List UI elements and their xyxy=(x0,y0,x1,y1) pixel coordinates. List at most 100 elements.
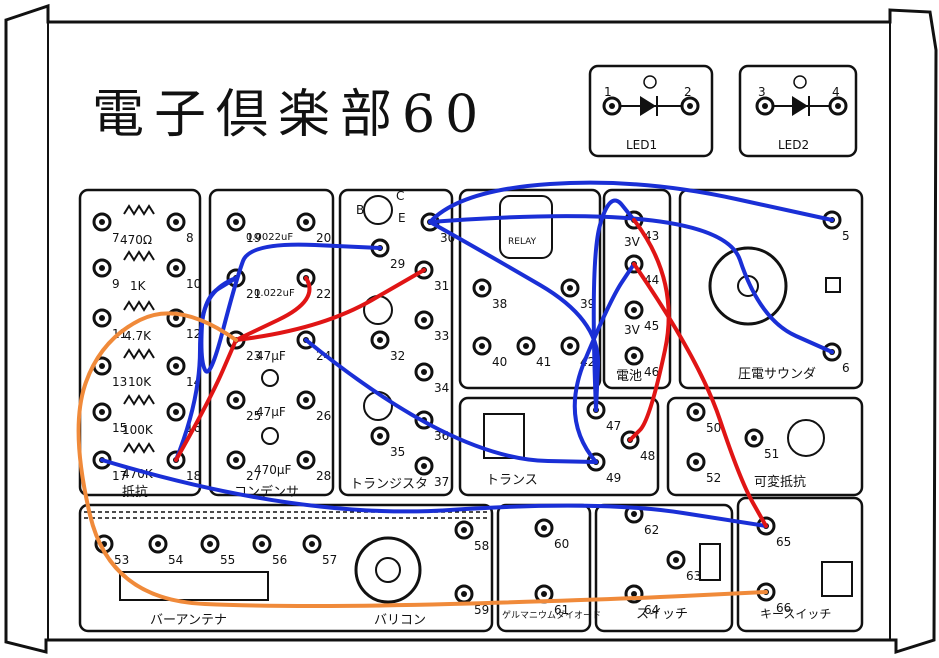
terminal-number-57: 57 xyxy=(322,553,337,567)
terminal-10[interactable]: 10 xyxy=(166,258,201,291)
terminal-number-28: 28 xyxy=(316,469,331,483)
terminal-38[interactable]: 38 xyxy=(472,278,507,311)
capacitor-value-5: 470µF xyxy=(254,463,292,477)
terminal-45[interactable]: 45 xyxy=(624,300,659,333)
red-wire-13[interactable] xyxy=(628,218,671,442)
terminal-40[interactable]: 40 xyxy=(472,336,507,369)
terminal-56[interactable]: 56 xyxy=(252,534,287,567)
resistor-symbol-5 xyxy=(123,394,155,406)
blue-wire-8[interactable] xyxy=(100,458,768,528)
key-switch-section-label: キースイッチ xyxy=(760,607,831,621)
led-pin-4: 4 xyxy=(832,85,840,99)
resistor-section-label: 抵抗 xyxy=(122,485,148,500)
terminal-number-34: 34 xyxy=(434,381,449,395)
antenna-panel xyxy=(78,503,494,633)
terminal-39[interactable]: 39 xyxy=(560,278,595,311)
terminal-number-64: 64 xyxy=(644,603,659,617)
terminal-37[interactable]: 37 xyxy=(414,456,449,489)
terminal-25[interactable]: 25 xyxy=(226,390,261,423)
terminal-46[interactable]: 46 xyxy=(624,346,659,379)
resistor-value-4: 10K xyxy=(128,375,152,389)
resistor-symbol-3 xyxy=(123,300,155,312)
red-wire-10[interactable] xyxy=(174,338,238,462)
terminal-33[interactable]: 33 xyxy=(414,310,449,343)
terminal-28[interactable]: 28 xyxy=(296,450,331,483)
terminal-number-33: 33 xyxy=(434,329,449,343)
red-wire-11[interactable] xyxy=(234,268,426,342)
terminal-number-39: 39 xyxy=(580,297,595,311)
red-wire-14[interactable] xyxy=(632,262,768,528)
capacitor-value-1: 0.0022uF xyxy=(246,232,293,243)
terminal-number-18: 18 xyxy=(186,469,201,483)
terminal-26[interactable]: 26 xyxy=(296,390,331,423)
terminal-34[interactable]: 34 xyxy=(414,362,449,395)
terminal-27[interactable]: 27 xyxy=(226,450,261,483)
terminal-61[interactable]: 61 xyxy=(534,584,569,617)
blue-wire-1[interactable] xyxy=(428,180,834,224)
terminal-number-55: 55 xyxy=(220,553,235,567)
terminal-number-27: 27 xyxy=(246,469,261,483)
terminal-60[interactable]: 60 xyxy=(534,518,569,551)
terminal-8[interactable]: 8 xyxy=(166,212,194,245)
terminal-54[interactable]: 54 xyxy=(148,534,183,567)
terminal-41[interactable]: 41 xyxy=(516,336,551,369)
terminal-number-37: 37 xyxy=(434,475,449,489)
terminal-number-45: 45 xyxy=(644,319,659,333)
blue-wire-9[interactable] xyxy=(174,276,238,462)
antenna-section-label: バーアンテナ xyxy=(150,613,227,628)
board-title: 電子倶楽部60 xyxy=(92,85,488,145)
terminal-1[interactable] xyxy=(602,96,622,116)
terminal-57[interactable]: 57 xyxy=(302,534,337,567)
terminal-4[interactable] xyxy=(828,96,848,116)
capacitor-value-2: 0.022uF xyxy=(254,288,295,299)
transistor-emitter-mark: E xyxy=(398,211,406,225)
terminal-63[interactable]: 63 xyxy=(666,550,701,583)
terminal-number-15: 15 xyxy=(112,421,127,435)
terminal-35[interactable]: 35 xyxy=(370,426,405,459)
switch-section-label: スイッチ xyxy=(636,607,688,622)
led-pin-3: 3 xyxy=(758,85,766,99)
red-wire-12[interactable] xyxy=(234,276,312,342)
capacitor-value-3: 47µF xyxy=(256,349,286,363)
bar-antenna-rod xyxy=(119,571,269,601)
led1-panel xyxy=(588,64,714,158)
terminal-52[interactable]: 52 xyxy=(686,452,721,485)
variable-resistor-knob xyxy=(787,419,825,457)
terminal-3[interactable] xyxy=(755,96,775,116)
resistor-value-2: 1K xyxy=(130,279,147,293)
terminal-32[interactable]: 32 xyxy=(370,330,405,363)
buzzer-section-label: 圧電サウンダ xyxy=(738,367,816,382)
resistor-symbol-6 xyxy=(123,442,155,454)
terminal-7[interactable]: 7 xyxy=(92,212,120,245)
terminal-number-61: 61 xyxy=(554,603,569,617)
orange-wire-15[interactable] xyxy=(76,311,768,608)
terminal-15[interactable]: 15 xyxy=(92,402,127,435)
terminal-62[interactable]: 62 xyxy=(624,504,659,537)
transistor-base-mark: B xyxy=(356,203,364,217)
terminal-50[interactable]: 50 xyxy=(686,402,721,435)
terminal-55[interactable]: 55 xyxy=(200,534,235,567)
blue-wire-6[interactable] xyxy=(572,262,636,464)
terminal-58[interactable]: 58 xyxy=(454,520,489,553)
blue-wire-7[interactable] xyxy=(304,338,598,464)
terminal-number-47: 47 xyxy=(606,419,621,433)
terminal-51[interactable]: 51 xyxy=(744,428,779,461)
terminal-number-51: 51 xyxy=(764,447,779,461)
terminal-number-8: 8 xyxy=(186,231,194,245)
terminal-19[interactable]: 19 xyxy=(226,212,261,245)
terminal-number-56: 56 xyxy=(272,553,287,567)
terminal-number-49: 49 xyxy=(606,471,621,485)
terminal-number-53: 53 xyxy=(114,553,129,567)
transistor-symbol-1 xyxy=(363,195,393,225)
resistor-symbol-2 xyxy=(123,250,155,262)
terminal-2[interactable] xyxy=(680,96,700,116)
blue-wire-3[interactable] xyxy=(428,214,834,354)
key-switch-button[interactable] xyxy=(821,561,853,597)
terminal-number-52: 52 xyxy=(706,471,721,485)
terminal-number-20: 20 xyxy=(316,231,331,245)
terminal-9[interactable]: 9 xyxy=(92,258,120,291)
terminal-20[interactable]: 20 xyxy=(296,212,331,245)
battery-section-label: 電池 xyxy=(616,369,642,384)
slide-switch[interactable] xyxy=(699,543,721,581)
